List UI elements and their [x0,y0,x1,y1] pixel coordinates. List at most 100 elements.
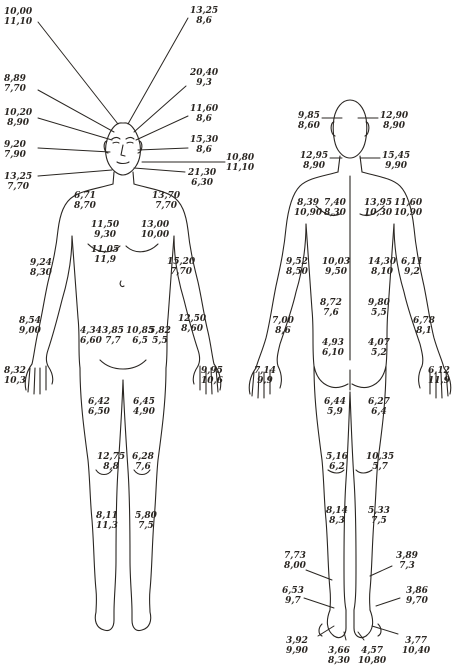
back-label-b12: 6,119,2 [401,257,423,277]
front-label-f13: 13,707,70 [152,191,180,211]
value-top: 13,25 [190,6,218,16]
value-bottom: 7,7 [102,336,124,346]
value-top: 12,75 [97,452,125,462]
value-top: 6,27 [368,397,390,407]
value-bottom: 7,6 [132,462,154,472]
front-label-f23: 5,825,5 [149,326,171,346]
value-top: 6,78 [413,316,435,326]
front-label-f28: 6,454,90 [133,397,155,417]
value-bottom: 8,6 [190,16,218,26]
value-bottom: 7,70 [4,182,32,192]
value-top: 12,90 [380,111,408,121]
value-bottom: 6,4 [368,407,390,417]
value-bottom: 11,10 [4,17,32,27]
value-top: 13,25 [4,172,32,182]
value-bottom: 7,70 [4,84,26,94]
value-bottom: 8,30 [324,208,346,218]
value-top: 4,34 [80,326,102,336]
value-top: 6,45 [133,397,155,407]
value-bottom: 8,70 [74,201,96,211]
value-bottom: 10,90 [394,208,422,218]
value-top: 3,77 [402,636,430,646]
value-top: 20,40 [190,68,218,78]
value-bottom: 9,2 [401,267,423,277]
value-bottom: 10,3 [4,376,26,386]
value-bottom: 9,9 [254,376,276,386]
front-label-f18: 15,207,70 [167,257,195,277]
value-bottom: 5,5 [368,308,390,318]
front-label-f15: 13,0010,00 [141,220,169,240]
value-top: 15,20 [167,257,195,267]
value-bottom: 8,00 [284,561,306,571]
value-top: 10,80 [226,153,254,163]
value-bottom: 8,90 [300,161,328,171]
value-top: 5,16 [326,452,348,462]
back-label-b27: 7,738,00 [284,551,306,571]
value-top: 9,52 [286,257,308,267]
value-top: 7,14 [254,366,276,376]
value-bottom: 11,3 [96,521,118,531]
value-bottom: 11,9 [91,255,119,265]
back-label-b04: 15,459,90 [382,151,410,171]
value-bottom: 7,3 [396,561,418,571]
value-top: 4,07 [368,338,390,348]
value-top: 4,57 [358,646,386,656]
value-top: 5,82 [149,326,171,336]
value-bottom: 9,90 [286,646,308,656]
value-bottom: 6,60 [80,336,102,346]
value-top: 10,03 [322,257,350,267]
back-label-b15: 7,008,6 [272,316,294,336]
value-top: 9,85 [298,111,320,121]
value-bottom: 6,50 [88,407,110,417]
value-bottom: 6,10 [322,348,344,358]
value-top: 8,39 [294,198,322,208]
value-top: 11,60 [394,198,422,208]
value-bottom: 7,5 [135,521,157,531]
value-bottom: 8,50 [286,267,308,277]
value-top: 14,30 [368,257,396,267]
value-top: 9,24 [30,258,52,268]
value-top: 13,70 [152,191,180,201]
back-label-b14: 9,805,5 [368,298,390,318]
value-bottom: 9,7 [282,596,304,606]
back-label-b16: 6,788,1 [413,316,435,336]
value-bottom: 9,90 [382,161,410,171]
value-top: 6,11 [401,257,423,267]
front-label-f11: 21,306,30 [188,168,216,188]
back-label-b30: 3,869,70 [406,586,428,606]
value-top: 13,00 [141,220,169,230]
value-top: 3,92 [286,636,308,646]
back-label-b18: 4,075,2 [368,338,390,358]
value-bottom: 8,3 [326,516,348,526]
front-label-f07: 9,207,90 [4,140,26,160]
value-top: 8,14 [326,506,348,516]
value-top: 11,05 [91,245,119,255]
front-label-f17: 9,248,30 [30,258,52,278]
front-label-f27: 6,426,50 [88,397,110,417]
value-top: 15,45 [382,151,410,161]
back-label-b25: 8,148,3 [326,506,348,526]
value-top: 6,12 [428,366,450,376]
value-bottom: 9,30 [91,230,119,240]
back-label-b29: 6,539,7 [282,586,304,606]
value-bottom: 10,30 [364,208,392,218]
value-bottom: 5,7 [366,462,394,472]
